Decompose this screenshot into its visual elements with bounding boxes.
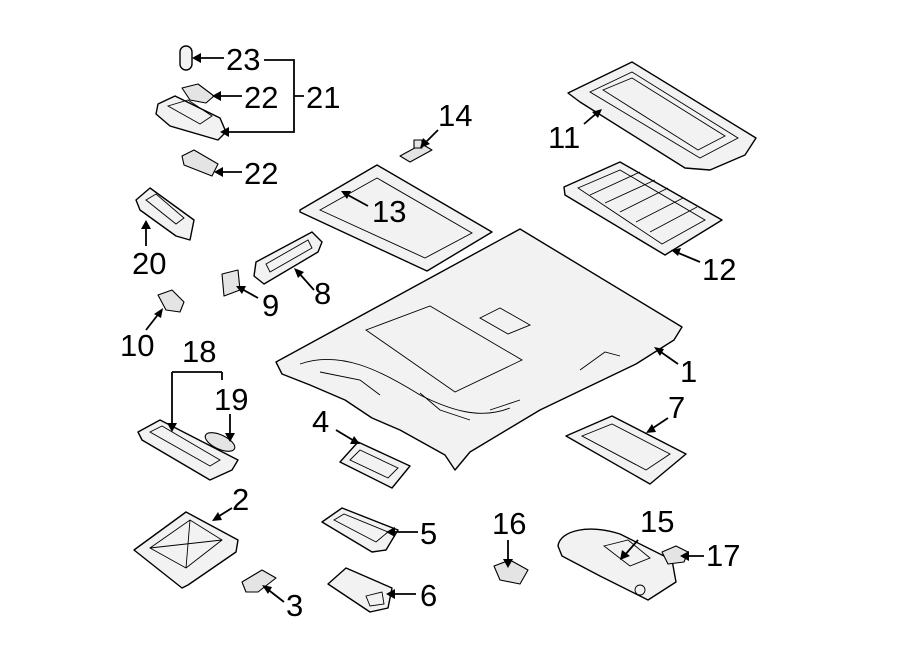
callout-23: 23 [226,42,260,77]
handle-assembly [155,95,227,141]
callout-10: 10 [120,328,154,363]
callout-16: 16 [492,506,526,541]
clip [157,289,185,313]
grab-handle-cap [221,269,241,297]
callout-14: 14 [438,98,472,133]
dome-lamp-lens [339,441,411,489]
sunroof-panel [563,161,723,256]
callout-22-lower: 22 [244,156,278,191]
grab-handle [253,231,323,285]
handle-end-cap [181,83,215,104]
handle-end-cap-lower [181,149,219,177]
bulb [204,432,236,452]
headliner [275,228,683,471]
callout-11: 11 [548,120,580,155]
callout-22-upper: 22 [244,80,278,115]
callout-18: 18 [182,334,216,369]
visor-clip [493,559,529,585]
callout-7: 7 [668,390,685,425]
callout-15: 15 [640,504,674,539]
callout-20: 20 [132,246,166,281]
leader-lines [141,53,704,603]
callout-17: 17 [706,538,740,573]
callout-12: 12 [702,252,736,287]
callout-1: 1 [680,354,697,389]
callout-3: 3 [286,588,303,623]
callout-21: 21 [306,80,340,115]
lamp-bracket [327,567,393,613]
sunroof-frame [565,415,687,485]
map-lamp-lens [321,507,399,553]
callout-2: 2 [232,482,249,517]
callout-9: 9 [262,288,279,323]
overhead-console [133,511,239,589]
callout-13: 13 [372,194,406,229]
callout-5: 5 [420,516,437,551]
rear-console [137,419,239,481]
handle-cover [179,45,193,71]
coat-hook [135,187,195,241]
callout-19: 19 [214,382,248,417]
console-clip [241,569,277,593]
callout-6: 6 [420,578,437,613]
callout-labels: 1 2 3 4 5 6 7 8 9 10 11 12 13 14 15 16 1… [120,42,740,623]
sun-visor [557,528,677,601]
callout-4: 4 [312,404,329,439]
callout-8: 8 [314,276,331,311]
